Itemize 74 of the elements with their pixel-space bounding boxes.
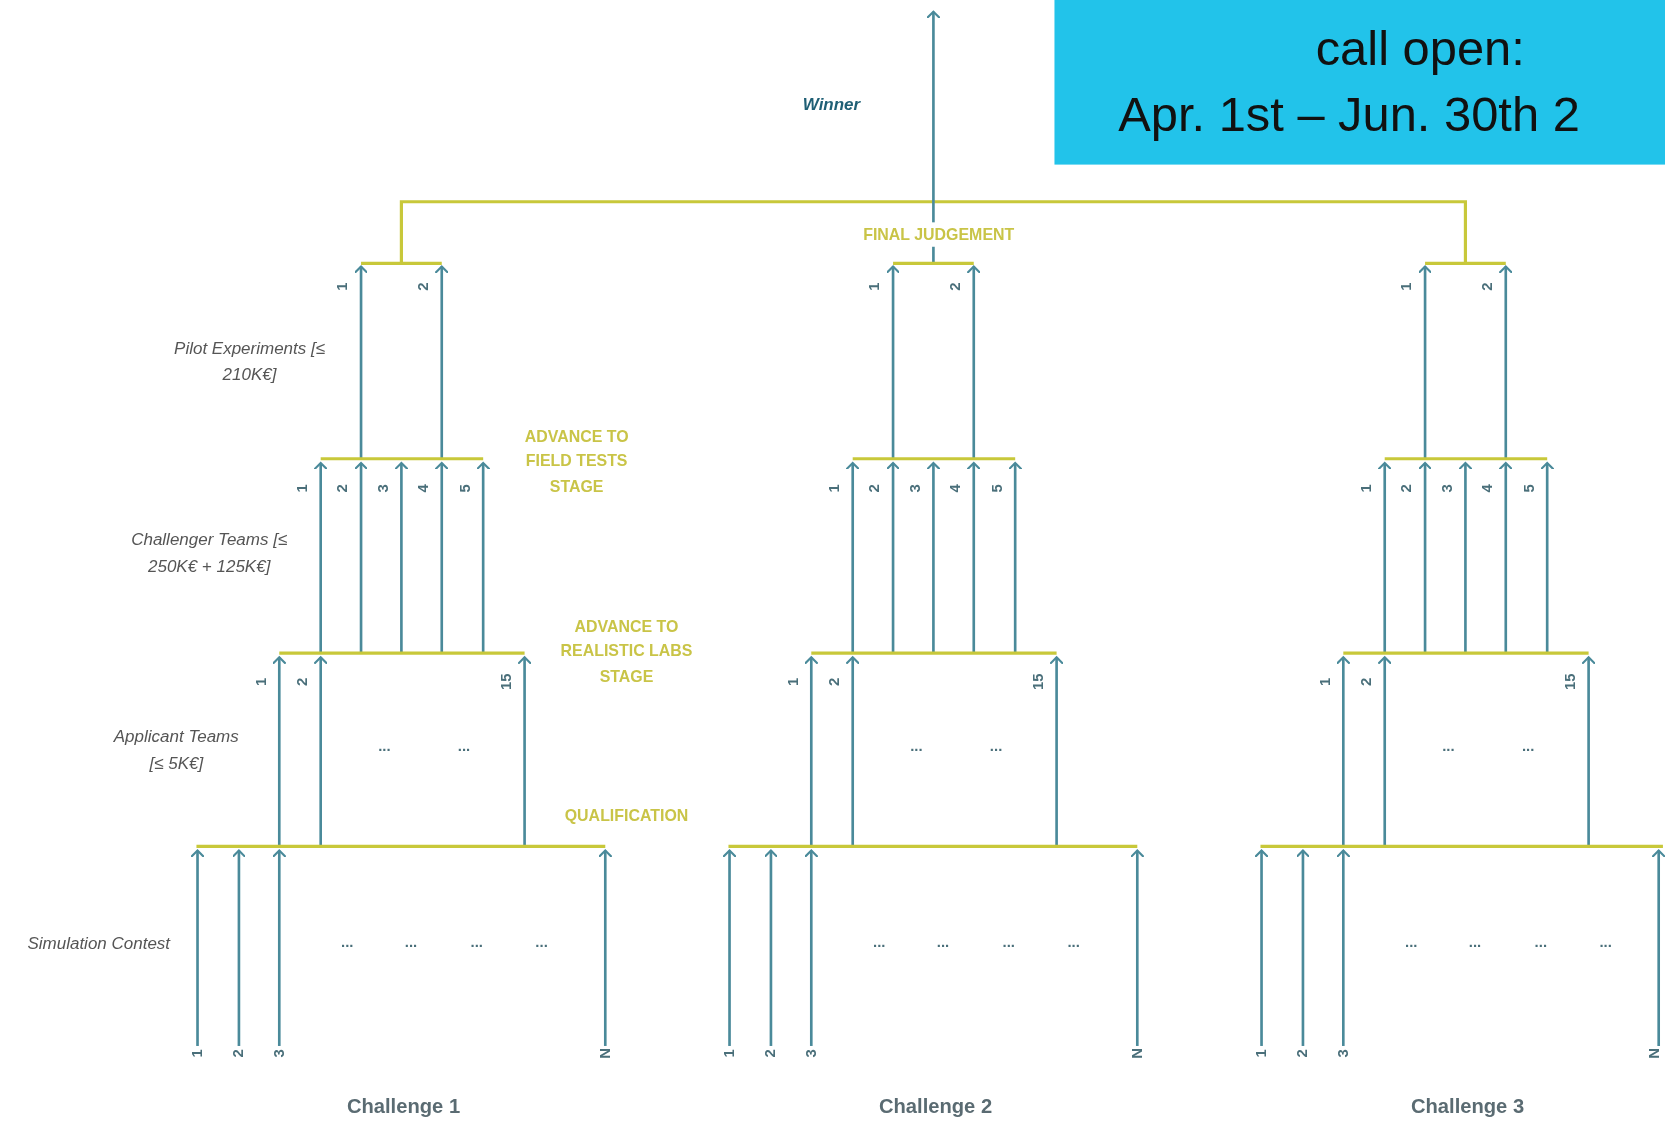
ellipsis: ...	[341, 932, 354, 953]
team-number: 3	[1332, 1049, 1352, 1058]
info-panel	[1054, 0, 1665, 165]
ellipsis: ...	[936, 932, 950, 953]
team-number: 1	[187, 1049, 207, 1058]
rank-number: 3	[372, 484, 392, 493]
team-number: N	[1644, 1048, 1664, 1059]
ellipsis: ...	[1002, 932, 1015, 953]
team-number: N	[1126, 1048, 1146, 1059]
rank-number: 15	[1560, 673, 1580, 690]
rank-number: 2	[332, 484, 352, 493]
team-number: 1	[1251, 1049, 1271, 1058]
ellipsis: ...	[1067, 932, 1080, 953]
date-range-text: Apr. 1st – Jun. 30th 2	[1118, 85, 1580, 143]
stage-label: Pilot Experiments [≤ 210K€]	[173, 337, 326, 386]
rank-number: 2	[1356, 677, 1376, 686]
ellipsis: ...	[910, 736, 923, 757]
rank-number: 5	[454, 484, 474, 493]
ellipsis: ...	[457, 736, 471, 757]
rank-number: 1	[824, 484, 844, 493]
rank-number: 1	[1356, 484, 1376, 493]
ellipsis: ...	[873, 932, 886, 953]
rank-number: 2	[1477, 282, 1497, 291]
ellipsis: ...	[1405, 932, 1418, 953]
rank-number: 2	[292, 677, 312, 686]
ellipsis: ...	[535, 932, 548, 953]
rank-number: 1	[864, 282, 884, 291]
rank-number: 1	[250, 677, 270, 686]
heading-text: call open:	[1315, 19, 1525, 77]
ellipsis: ...	[989, 736, 1003, 757]
ellipsis: ...	[1599, 932, 1612, 953]
challenge-label: Challenge 1	[346, 1094, 461, 1120]
rank-number: 1	[292, 484, 312, 493]
ellipsis: ...	[404, 932, 418, 953]
rank-number: 2	[824, 677, 844, 686]
team-number: 2	[1292, 1049, 1312, 1058]
ellipsis: ...	[378, 736, 391, 757]
team-number: 2	[760, 1049, 780, 1058]
rank-number: 15	[1028, 673, 1048, 690]
rank-number: 4	[1477, 484, 1497, 493]
rank-number: 5	[1518, 484, 1538, 493]
team-number: 3	[800, 1049, 820, 1058]
rank-number: 5	[986, 484, 1006, 493]
challenge-label: Challenge 3	[1410, 1094, 1525, 1120]
stage-label: ADVANCE TO REALISTIC LABS STAGE	[559, 616, 694, 687]
challenge-label: Challenge 2	[878, 1094, 993, 1120]
ellipsis: ...	[1521, 736, 1535, 757]
rank-number: 4	[413, 484, 433, 493]
ellipsis: ...	[1442, 736, 1455, 757]
stage-label: Simulation Contest	[27, 933, 171, 955]
rank-number: 1	[1396, 282, 1416, 291]
team-number: 3	[268, 1049, 288, 1058]
rank-number: 2	[1396, 484, 1416, 493]
rank-number: 4	[945, 484, 965, 493]
rank-number: 2	[864, 484, 884, 493]
ellipsis: ...	[1534, 932, 1547, 953]
rank-number: 3	[1437, 484, 1456, 493]
rank-number: 1	[332, 282, 352, 291]
rank-number: 2	[413, 282, 433, 291]
team-number: 2	[228, 1049, 248, 1058]
stage-label: ADVANCE TO FIELD TESTS STAGE	[523, 426, 630, 497]
ellipsis: ...	[470, 932, 483, 953]
rank-number: 1	[1314, 677, 1334, 686]
team-number: N	[594, 1048, 614, 1059]
winner-label: Winner	[802, 94, 861, 116]
rank-number: 15	[496, 673, 516, 690]
ellipsis: ...	[1468, 932, 1482, 953]
rank-number: 2	[945, 282, 965, 291]
stage-label: QUALIFICATION	[564, 805, 689, 827]
rank-number: 3	[904, 484, 924, 493]
rank-number: 1	[782, 677, 802, 686]
stage-label: Applicant Teams [≤ 5K€]	[112, 726, 240, 774]
team-number: 1	[719, 1049, 739, 1058]
stage-label: Challenger Teams [≤ 250K€ + 125K€]	[130, 529, 289, 577]
